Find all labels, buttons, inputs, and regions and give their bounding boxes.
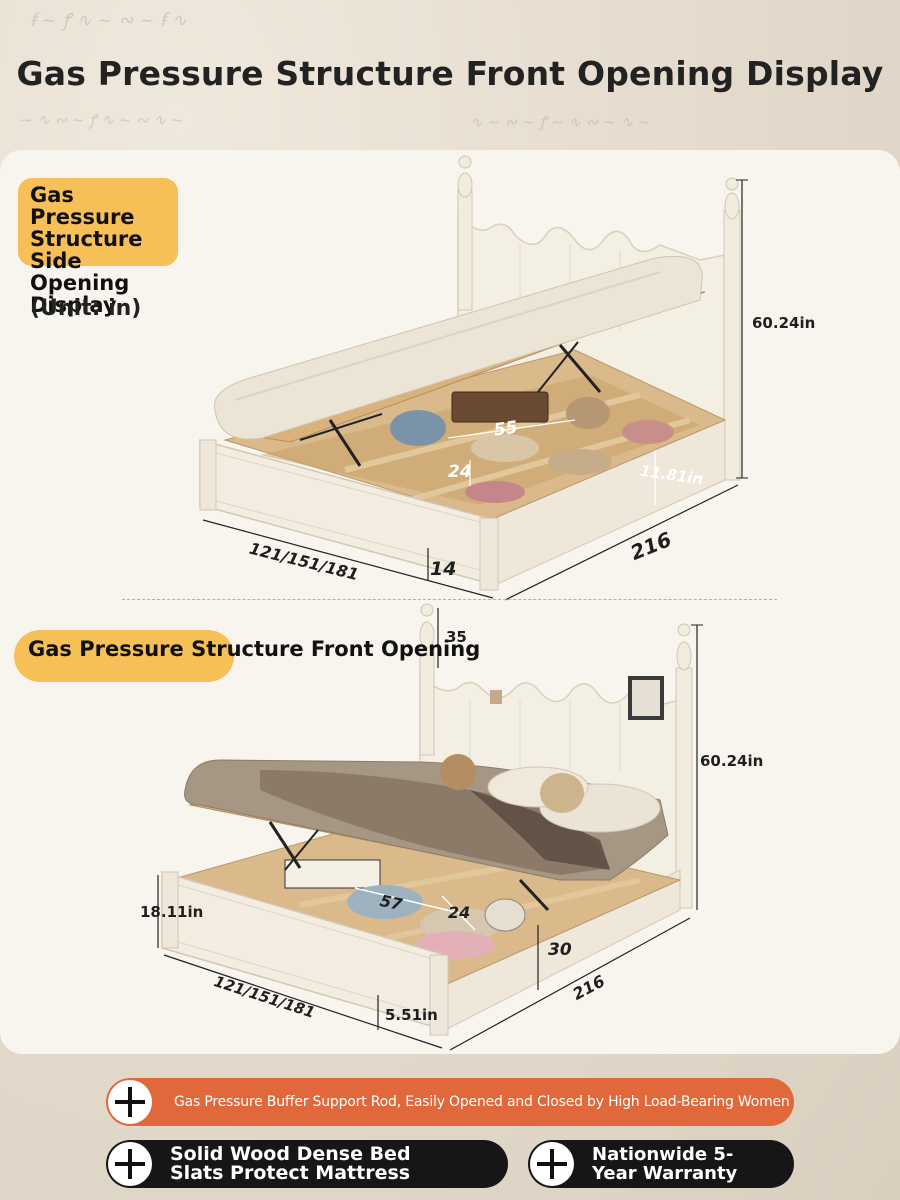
- background-script: ~ ∿ ∾ ~ ꝭ ∿ ~ ∾ ∿ ~: [20, 111, 184, 129]
- feature-text: Solid Wood Dense Bed Slats Protect Mattr…: [170, 1143, 411, 1184]
- feature-warranty: Nationwide 5-Year Warranty: [528, 1140, 794, 1188]
- side-opening-label: Gas Pressure Structure Side Opening Disp…: [18, 178, 178, 316]
- section-divider: [122, 599, 777, 600]
- front-opening-label: Gas Pressure Structure Front Opening: [14, 630, 480, 682]
- front-opening-bed: [157, 603, 703, 1051]
- unit-label: (Unit: in): [30, 296, 142, 321]
- plus-icon: [108, 1142, 152, 1186]
- front-footboard-height-dimension: 18.11in: [140, 903, 204, 921]
- side-height-dimension: 60.24in: [752, 314, 816, 332]
- side-leg-dimension: 14: [430, 558, 457, 580]
- side-opening-bed: [199, 155, 748, 601]
- front-height-dimension: 60.24in: [700, 752, 764, 770]
- feature-gas-support: Gas Pressure Buffer Support Rod, Easily …: [106, 1078, 794, 1126]
- front-drawer-height-dimension: 30: [548, 940, 572, 960]
- plus-icon: [108, 1080, 152, 1124]
- page-title: Gas Pressure Structure Front Opening Dis…: [16, 54, 884, 93]
- side-inner-depth-dimension: 24: [448, 462, 472, 482]
- side-inner-length-dimension: 55: [492, 417, 519, 441]
- front-inner-depth-dimension: 24: [448, 903, 471, 922]
- background-script: ∿ ~ ∾ ~ ꝭ ~ ∿ ∾ ~ ∿ ~: [470, 113, 651, 131]
- feature-wood-slats: Solid Wood Dense Bed Slats Protect Mattr…: [106, 1140, 508, 1188]
- plus-icon: [530, 1142, 574, 1186]
- background-script: ꞙ ~ ꝭ ∿ ~ ∾ ~ ꞙ ∿: [30, 10, 187, 31]
- front-post-top-dimension: 35: [446, 628, 467, 646]
- feature-text: Gas Pressure Buffer Support Rod, Easily …: [174, 1093, 790, 1110]
- front-leg-dimension: 5.51in: [385, 1006, 438, 1024]
- feature-text: Nationwide 5-Year Warranty: [592, 1144, 738, 1184]
